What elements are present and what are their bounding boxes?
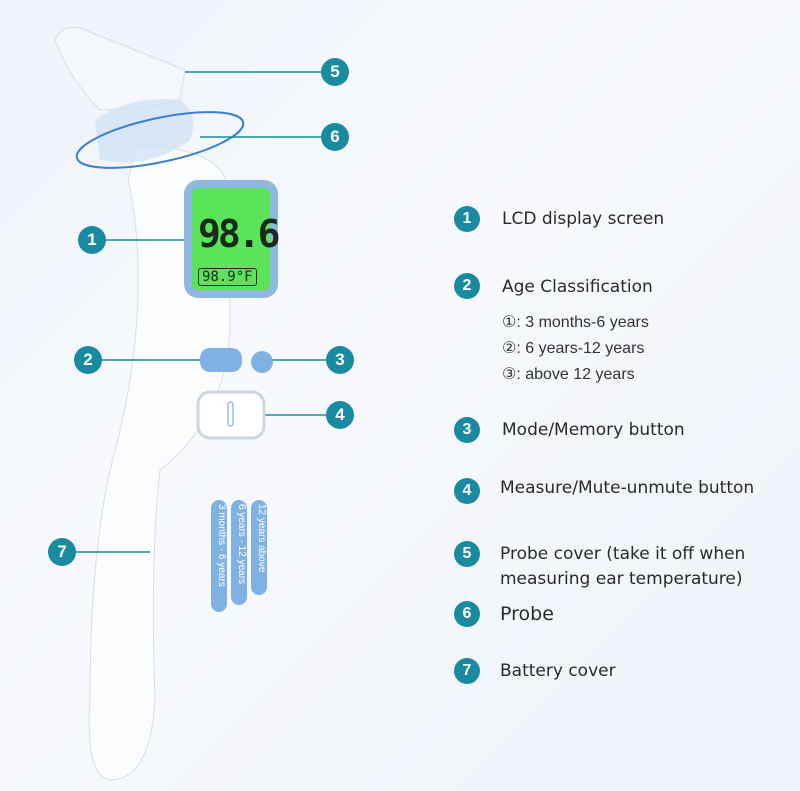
legend-badge-2: 2	[454, 273, 480, 299]
main-temperature: 98.6	[198, 212, 280, 256]
age-class-2: ②: 6 years-12 years	[502, 340, 645, 357]
lcd-display: 98.6 98.9°F	[184, 180, 280, 298]
legend-label-3: Mode/Memory button	[502, 420, 685, 440]
legend-label-2: Age Classification	[502, 277, 653, 297]
callout-2: 2	[74, 346, 102, 374]
legend-label-4: Measure/Mute-unmute button	[500, 478, 755, 498]
callout-4: 4	[326, 401, 354, 429]
legend-badge-3: 3	[454, 417, 480, 443]
callout-6: 6	[321, 123, 349, 151]
legend-badge-4: 4	[454, 478, 480, 504]
legend-label-6: Probe	[500, 603, 554, 625]
callout-7: 7	[48, 538, 76, 566]
legend-badge-6: 6	[454, 601, 480, 627]
age-switch[interactable]	[200, 348, 242, 372]
callout-3: 3	[326, 346, 354, 374]
legend-label-1: LCD display screen	[502, 209, 665, 229]
age-strip-2: 6 years - 12 years	[231, 500, 247, 605]
age-class-1: ①: 3 months-6 years	[502, 314, 649, 331]
mode-memory-button[interactable]	[251, 351, 273, 373]
legend-badge-5: 5	[454, 541, 480, 567]
age-strip-3: 12 years above	[251, 500, 267, 595]
legend-label-5: Probe cover (take it off when measuring …	[500, 544, 746, 589]
legend-label-7: Battery cover	[500, 661, 616, 681]
secondary-temperature: 98.9°F	[198, 268, 257, 286]
measure-button[interactable]	[196, 390, 266, 440]
age-strip-1: 3 months - 6 years	[211, 500, 227, 612]
thermometer-icon	[227, 401, 234, 427]
callout-5: 5	[321, 58, 349, 86]
legend-badge-7: 7	[454, 658, 480, 684]
legend-badge-1: 1	[454, 206, 480, 232]
callout-1: 1	[78, 226, 106, 254]
age-class-3: ③: above 12 years	[502, 366, 635, 383]
